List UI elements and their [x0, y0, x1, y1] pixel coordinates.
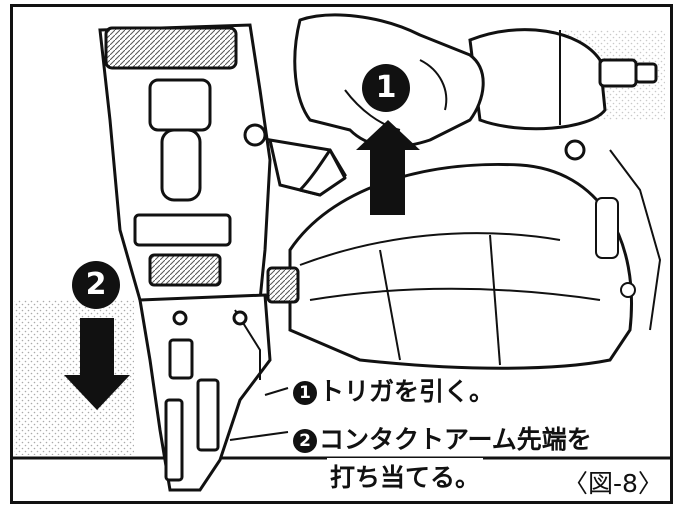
- air-fitting-detail: [595, 149, 662, 331]
- step1-up-arrow: [356, 120, 420, 215]
- magazine-drum: [288, 162, 633, 370]
- step2-caption-text-1: コンタクトアーム先端を: [319, 425, 592, 454]
- step1-caption-number: 1: [293, 381, 317, 405]
- figure-label: 〈図-8〉: [561, 464, 665, 500]
- step2-down-arrow: [64, 318, 130, 410]
- caption-leader-line-2: [229, 431, 289, 441]
- step1-badge-circle: [362, 64, 410, 112]
- caption-leader-line: [264, 387, 289, 396]
- step2-caption-line2: 打ち当てる。: [327, 458, 484, 494]
- step2-badge-circle: [72, 261, 120, 309]
- rear-cylinder: [468, 28, 658, 161]
- step1-badge-number: 1: [375, 70, 397, 105]
- step2-badge-number: 2: [85, 267, 107, 302]
- nose-contact-arm: [138, 293, 272, 492]
- nailer-head: [98, 23, 272, 302]
- step1-caption-text: トリガを引く。: [319, 377, 495, 406]
- step2-caption-number: 2: [293, 429, 317, 453]
